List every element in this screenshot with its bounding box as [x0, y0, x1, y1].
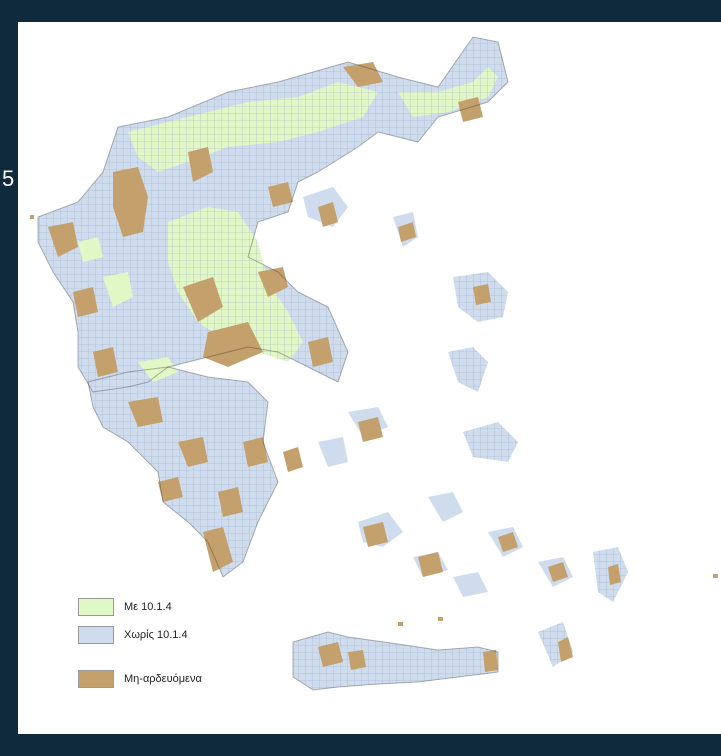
slide-left-edge: 5 — [0, 0, 18, 756]
small-islets — [30, 215, 718, 626]
map-canvas: Με 10.1.4 Χωρίς 10.1.4 Μη-αρδευόμενα — [18, 22, 721, 734]
zone-non-irrigated — [48, 62, 621, 672]
legend-label: Χωρίς 10.1.4 — [124, 629, 188, 641]
greece-grid-map — [30, 36, 718, 691]
map-legend: Με 10.1.4 Χωρίς 10.1.4 Μη-αρδευόμενα — [78, 597, 258, 717]
edge-glyph: 5 — [2, 166, 15, 191]
legend-item-non-irrigated: Μη-αρδευόμενα — [78, 669, 258, 689]
legend-swatch-blue — [78, 626, 114, 644]
region-crete — [293, 632, 498, 690]
legend-label: Μη-αρδευόμενα — [124, 673, 202, 685]
coastline — [37, 36, 509, 691]
region-islands — [303, 187, 628, 667]
legend-swatch-brown — [78, 670, 114, 688]
legend-item-without-measure: Χωρίς 10.1.4 — [78, 625, 258, 645]
legend-swatch-green — [78, 598, 114, 616]
legend-label: Με 10.1.4 — [124, 601, 172, 613]
legend-item-with-measure: Με 10.1.4 — [78, 597, 258, 617]
